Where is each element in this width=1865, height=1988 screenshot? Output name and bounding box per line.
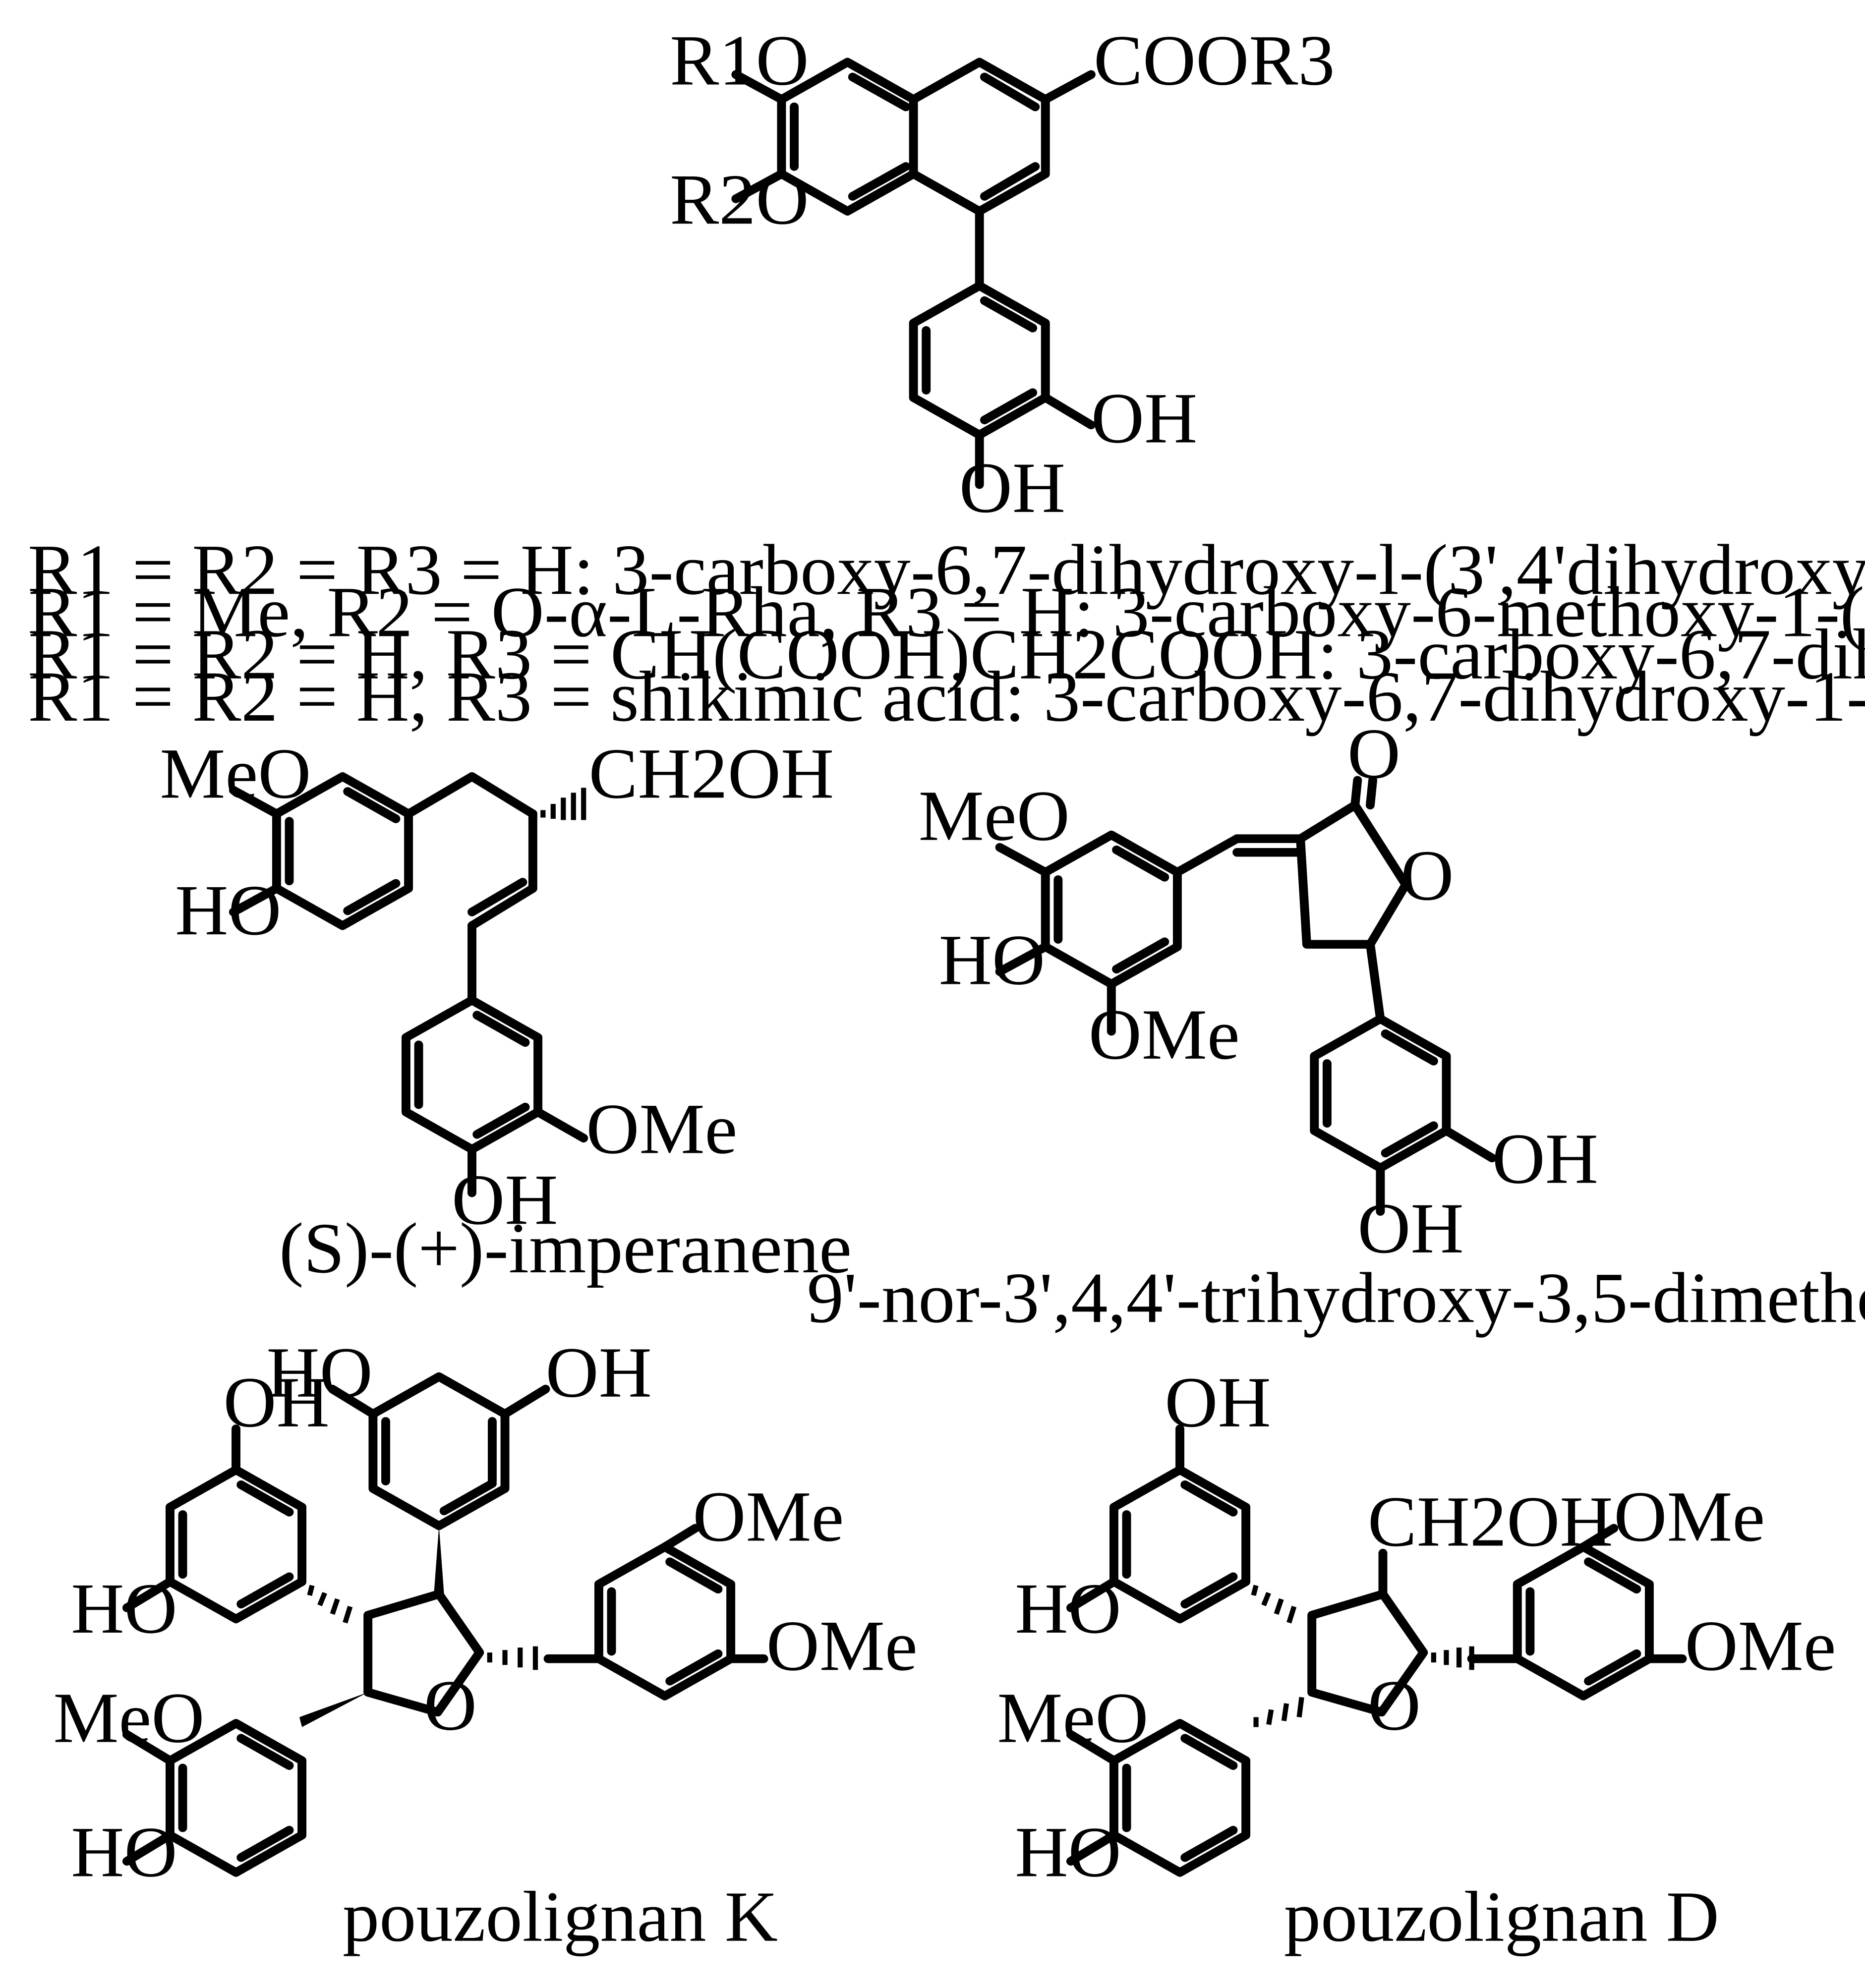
- methoxy-label: OMe: [586, 1089, 737, 1169]
- hydroxy-label: HO: [175, 870, 281, 950]
- hashed-wedge: [307, 1585, 538, 1670]
- lactone-structure: O MeO O HO OMe OH OH 9'-nor-3',4,4'-trih…: [807, 714, 1865, 1338]
- methoxy-label: MeO: [160, 734, 311, 813]
- methoxy-label: MeO: [53, 1678, 204, 1758]
- r2o-label: R2O: [670, 160, 809, 239]
- hydroxy-label: HO: [266, 1332, 372, 1412]
- oxo-label: O: [1347, 714, 1400, 794]
- methoxy-label: MeO: [997, 1678, 1149, 1758]
- hydroxy-label: OH: [452, 1160, 558, 1240]
- hashed-wedge: [540, 788, 586, 820]
- hydroxy-label: HO: [1015, 1812, 1121, 1892]
- solid-wedge: [299, 1692, 368, 1727]
- substituent-table: R1 = R2 = R3 = H: 3-carboxy-6,7-dihydrox…: [28, 530, 1865, 737]
- hydroxy-label: OH: [1091, 378, 1197, 458]
- naphthalene-bonds: [731, 57, 1096, 489]
- hydroxy-label: OH: [1492, 1119, 1598, 1198]
- lactone-bonds: [995, 776, 1497, 1216]
- hydroxy-label: HO: [1015, 1568, 1121, 1648]
- methoxy-label: MeO: [919, 776, 1070, 855]
- imperanene-bonds: [229, 772, 588, 1197]
- ring-oxygen-label: O: [424, 1665, 477, 1745]
- imperanene-structure: MeO HO CH2OH OMe OH (S)-(+)-imperanene: [160, 734, 852, 1288]
- substituent-row: R1 = R2 = H, R3 = CH(COOH)CH2COOH: 3-car…: [28, 614, 1865, 694]
- pouzolignan-k-structure: OH HO HO OH OMe OMe MeO HO O pouzolignan…: [53, 1332, 917, 1956]
- pouzolignan-k-caption: pouzolignan K: [343, 1876, 778, 1956]
- methoxy-label: OMe: [766, 1606, 918, 1686]
- pouzolignan-d-bonds: [1066, 1424, 1687, 1877]
- pouzolignan-k-bonds: [122, 1372, 768, 1877]
- hydroxy-label: OH: [223, 1362, 329, 1442]
- substituent-row: R1 = Me, R2 = O-α-L-Rha, R3 = H: 3-carbo…: [28, 572, 1865, 652]
- hashed-wedge: [1251, 1585, 1474, 1727]
- hydroxy-label: OH: [545, 1332, 651, 1412]
- naphthalene-structure: R1O R2O COOR3 OH OH: [670, 20, 1335, 528]
- ch2oh-label: CH2OH: [1368, 1481, 1613, 1561]
- r1o-label: R1O: [670, 20, 809, 100]
- imperanene-caption: (S)-(+)-imperanene: [279, 1208, 852, 1288]
- lactone-caption: 9'-nor-3',4,4'-trihydroxy-3,5-dimethoxyl…: [807, 1258, 1865, 1338]
- ch2oh-label: CH2OH: [588, 734, 834, 813]
- hydroxy-label: OH: [959, 448, 1065, 527]
- methoxy-label: OMe: [1089, 994, 1240, 1074]
- substituent-row: R1 = R2 = R3 = H: 3-carboxy-6,7-dihydrox…: [28, 530, 1865, 610]
- methoxy-label: OMe: [1685, 1606, 1836, 1686]
- substituent-row: R1 = R2 = H, R3 = shikimic acid: 3-carbo…: [28, 656, 1865, 736]
- ring-oxygen-label: O: [1368, 1665, 1421, 1745]
- hydroxy-label: HO: [939, 920, 1045, 1000]
- methoxy-label: OMe: [693, 1477, 844, 1556]
- ring-oxygen-label: O: [1400, 835, 1454, 915]
- solid-wedge: [434, 1526, 444, 1594]
- pouzolignan-d-caption: pouzolignan D: [1284, 1876, 1719, 1956]
- pouzolignan-d-structure: OH HO CH2OH OMe OMe MeO HO O pouzolignan…: [997, 1362, 1836, 1956]
- hydroxy-label: HO: [71, 1568, 177, 1648]
- hydroxy-label: OH: [1165, 1362, 1271, 1442]
- methoxy-label: OMe: [1614, 1477, 1765, 1556]
- hydroxy-label: HO: [71, 1812, 177, 1892]
- hydroxy-label: OH: [1357, 1188, 1463, 1268]
- coor3-label: COOR3: [1094, 20, 1335, 100]
